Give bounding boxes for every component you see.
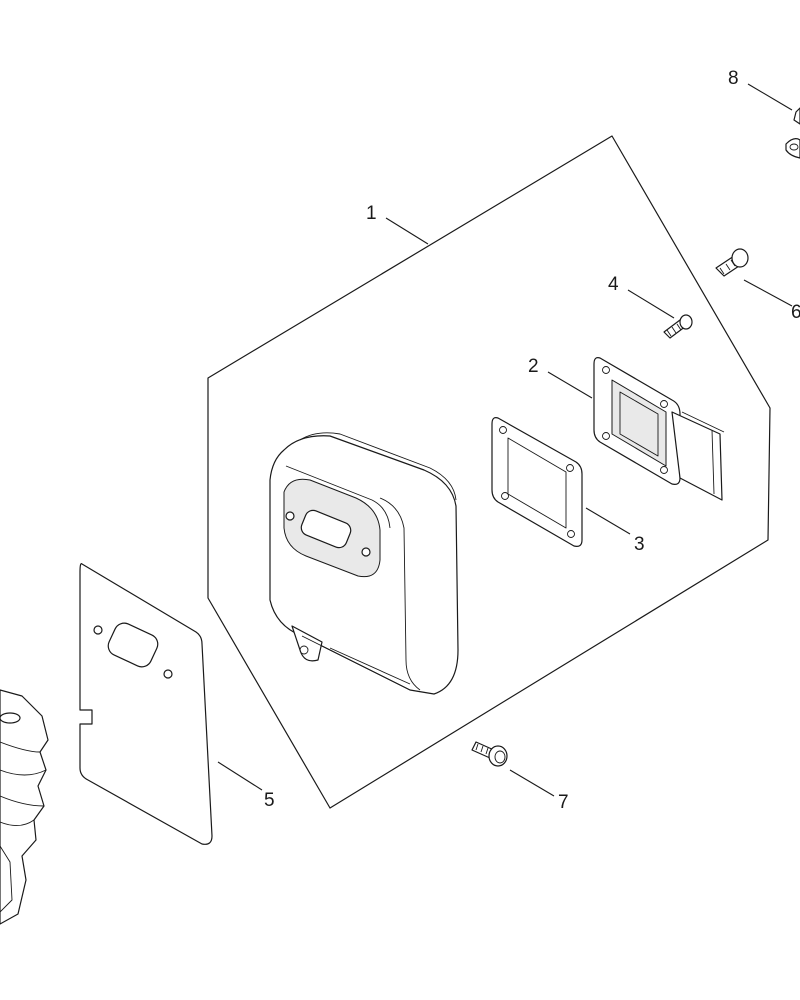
callout-6: 6 xyxy=(791,302,800,323)
screw-4 xyxy=(663,314,693,339)
cylinder-part xyxy=(0,689,49,925)
callout-1: 1 xyxy=(366,203,377,224)
assembly-group-outline xyxy=(207,135,771,809)
muffler-gasket xyxy=(491,417,583,547)
callout-7: 7 xyxy=(558,792,569,813)
clip-8 xyxy=(785,107,800,159)
screw-6 xyxy=(715,248,749,277)
callout-8: 8 xyxy=(728,68,739,89)
exhaust-deflector xyxy=(593,357,725,501)
bolt-7 xyxy=(471,741,508,767)
muffler-body xyxy=(269,432,459,695)
callout-2: 2 xyxy=(528,356,539,377)
leader-lines xyxy=(217,83,793,797)
heat-shield-plate xyxy=(79,563,213,845)
callout-5: 5 xyxy=(264,790,275,811)
callout-4: 4 xyxy=(608,274,619,295)
callout-3: 3 xyxy=(634,534,645,555)
